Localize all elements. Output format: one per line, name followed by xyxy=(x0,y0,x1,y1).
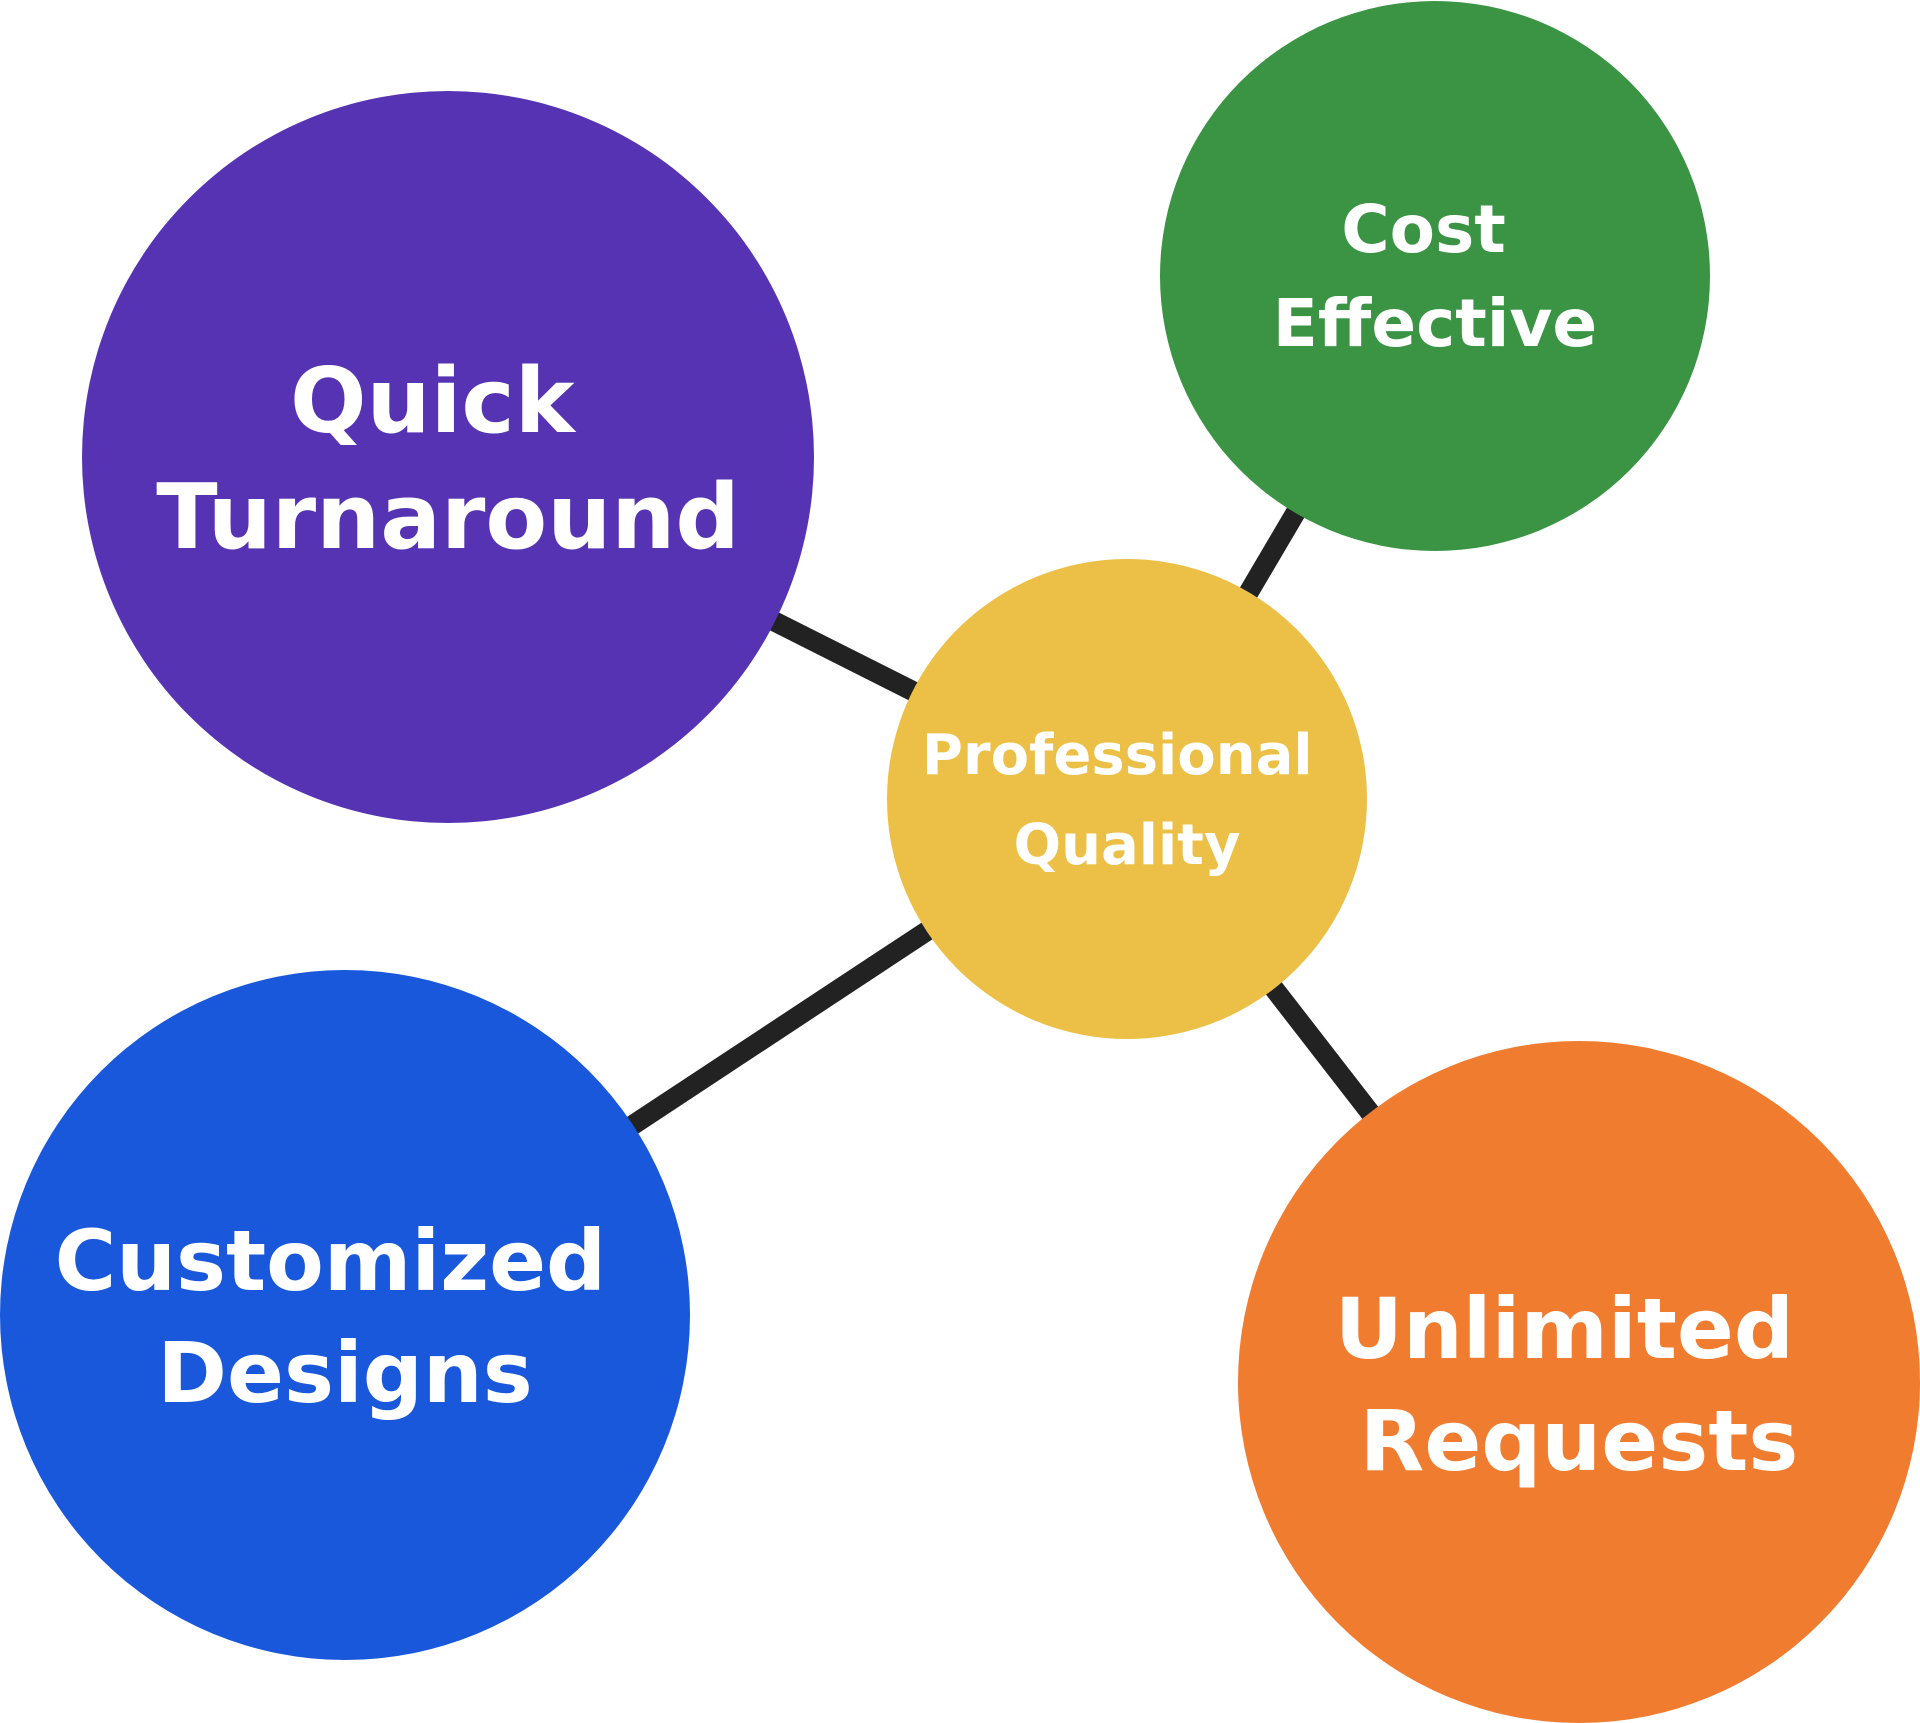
node-quick-turnaround-line-2: Turnaround xyxy=(156,465,740,570)
node-professional-quality-line-1: Professional xyxy=(922,723,1313,788)
node-cost-effective-circle xyxy=(1160,1,1710,551)
node-quick-turnaround-line-1: Quick xyxy=(290,349,577,454)
node-customized-designs: Customized Designs xyxy=(0,970,690,1660)
svg-text:Quick Turnaround: Quick Turnaround xyxy=(156,349,740,570)
svg-text:Cost Effective: Cost Effective xyxy=(1273,191,1597,362)
node-quick-turnaround: Quick Turnaround xyxy=(82,91,814,823)
node-customized-designs-line-2: Designs xyxy=(157,1324,532,1422)
svg-text:Professional Quality: Professional Quality xyxy=(922,723,1332,878)
node-customized-designs-line-1: Customized xyxy=(55,1212,607,1310)
svg-text:Unlimited Requests: Unlimited Requests xyxy=(1335,1280,1823,1490)
node-professional-quality-line-2: Quality xyxy=(1014,813,1241,878)
node-cost-effective-line-1: Cost xyxy=(1341,191,1506,268)
node-cost-effective: Cost Effective xyxy=(1160,1,1710,551)
node-unlimited-requests: Unlimited Requests xyxy=(1238,1041,1920,1723)
node-customized-designs-circle xyxy=(0,970,690,1660)
node-quick-turnaround-circle xyxy=(82,91,814,823)
node-professional-quality-circle xyxy=(887,559,1367,1039)
node-unlimited-requests-line-1: Unlimited xyxy=(1335,1280,1794,1378)
node-cost-effective-line-2: Effective xyxy=(1273,285,1597,362)
node-unlimited-requests-line-2: Requests xyxy=(1360,1392,1799,1490)
svg-text:Customized Designs: Customized Designs xyxy=(55,1212,636,1422)
node-unlimited-requests-circle xyxy=(1238,1041,1920,1723)
node-professional-quality: Professional Quality xyxy=(887,559,1367,1039)
